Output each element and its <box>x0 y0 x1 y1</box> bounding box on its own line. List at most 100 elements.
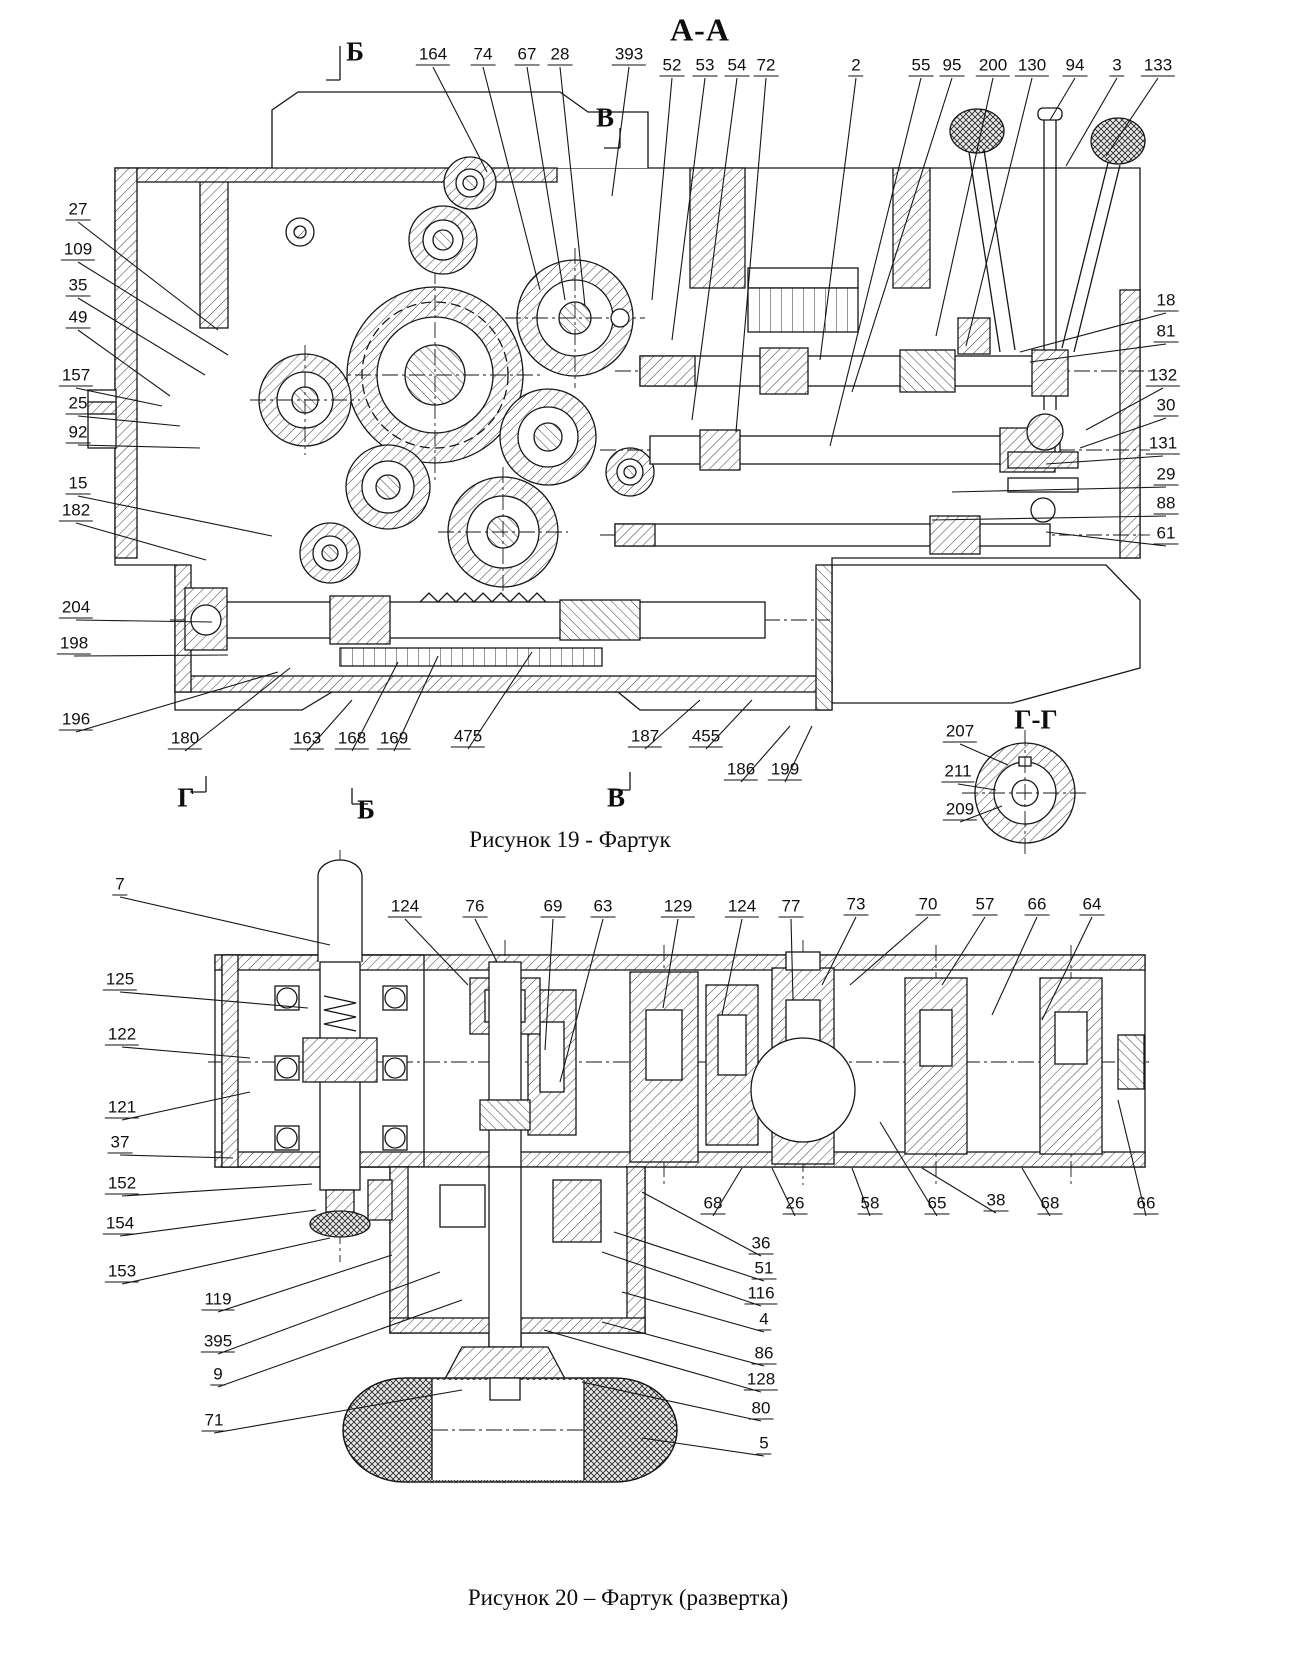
leader-line <box>1045 455 1164 465</box>
part-callout-121: 121 <box>104 1098 140 1119</box>
leader-line <box>621 1291 765 1333</box>
leader-line <box>75 619 213 623</box>
section-mark-Г-Г: Г-Г <box>1014 704 1058 735</box>
leader-line <box>77 415 181 427</box>
leader-line <box>671 77 706 341</box>
part-callout-38: 38 <box>983 1191 1009 1212</box>
leader-line <box>1021 1167 1051 1217</box>
leader-line <box>432 66 488 173</box>
fig19-body <box>87 91 1141 711</box>
part-callout-35: 35 <box>65 276 91 297</box>
leader-line <box>306 699 353 752</box>
leader-line <box>644 699 701 750</box>
leader-line <box>77 221 219 331</box>
leader-line <box>1117 1099 1147 1217</box>
leader-line <box>526 66 566 301</box>
leader-line <box>851 77 953 393</box>
leader-line <box>121 1237 331 1285</box>
leader-line <box>121 1091 251 1121</box>
bearing-icon <box>276 1057 298 1079</box>
part-callout-81: 81 <box>1153 322 1179 343</box>
leader-line <box>184 667 291 752</box>
part-callout-65: 65 <box>924 1194 950 1215</box>
leader-line <box>1041 916 1093 1021</box>
leader-line <box>601 1251 762 1307</box>
part-callout-395: 395 <box>200 1332 236 1353</box>
leader-line <box>1049 77 1076 121</box>
bearing-icon <box>384 987 406 1009</box>
leader-line <box>1065 77 1118 167</box>
section-mark-Б: Б <box>357 794 375 825</box>
part-callout-67: 67 <box>514 45 540 66</box>
leader-line <box>581 1381 762 1422</box>
part-callout-164: 164 <box>415 45 451 66</box>
leader-line <box>935 77 994 337</box>
part-callout-54: 54 <box>724 56 750 77</box>
fig20-left-shaft <box>274 850 408 1262</box>
leader-line <box>740 725 791 783</box>
part-callout-95: 95 <box>939 56 965 77</box>
leader-line <box>951 486 1167 493</box>
leader-line <box>77 329 171 397</box>
leader-line <box>77 444 201 449</box>
part-callout-393: 393 <box>611 45 647 66</box>
part-callout-30: 30 <box>1153 396 1179 417</box>
leader-line <box>393 655 439 752</box>
part-callout-58: 58 <box>857 1194 883 1215</box>
leader-line <box>712 1167 743 1217</box>
leader-line <box>119 991 309 1009</box>
part-callout-49: 49 <box>65 308 91 329</box>
part-callout-71: 71 <box>201 1411 227 1432</box>
leader-line <box>691 77 738 421</box>
section-mark-Б: Б <box>346 36 364 67</box>
part-callout-26: 26 <box>782 1194 808 1215</box>
part-callout-4: 4 <box>756 1310 772 1331</box>
spring-symbol <box>323 995 357 1032</box>
lever-knob-right <box>1090 117 1146 165</box>
part-callout-169: 169 <box>376 729 412 750</box>
part-callout-25: 25 <box>65 394 91 415</box>
leader-line <box>849 916 929 986</box>
part-callout-68: 68 <box>700 1194 726 1215</box>
leader-line <box>1085 387 1164 431</box>
part-callout-18: 18 <box>1153 291 1179 312</box>
leader-line <box>991 916 1038 1016</box>
part-callout-133: 133 <box>1140 56 1176 77</box>
part-callout-455: 455 <box>688 727 724 748</box>
leader-line <box>959 805 1003 823</box>
leader-line <box>1079 417 1167 449</box>
leader-line <box>121 1046 251 1059</box>
figure19-caption: Рисунок 19 - Фартук <box>469 827 671 852</box>
leader-line <box>213 1389 463 1434</box>
part-callout-182: 182 <box>58 501 94 522</box>
leader-line <box>544 918 554 1051</box>
leader-line <box>784 725 813 783</box>
section-mark-В: В <box>595 102 615 133</box>
leader-line <box>77 495 273 537</box>
part-callout-109: 109 <box>60 240 96 261</box>
part-callout-9: 9 <box>210 1365 226 1386</box>
leader-line <box>75 387 163 407</box>
part-callout-55: 55 <box>908 56 934 77</box>
part-callout-77: 77 <box>778 897 804 918</box>
part-callout-187: 187 <box>627 727 663 748</box>
part-callout-57: 57 <box>972 895 998 916</box>
part-callout-69: 69 <box>540 897 566 918</box>
part-callout-15: 15 <box>65 474 91 495</box>
leader-line <box>851 1167 871 1217</box>
leader-line <box>821 916 857 986</box>
part-callout-66: 66 <box>1133 1194 1159 1215</box>
part-callout-131: 131 <box>1145 434 1181 455</box>
fig19-levers <box>949 107 1146 523</box>
part-callout-52: 52 <box>659 56 685 77</box>
bearing-icon <box>384 1127 406 1149</box>
part-callout-130: 130 <box>1014 56 1050 77</box>
leader-line <box>959 743 1009 766</box>
part-callout-163: 163 <box>289 729 325 750</box>
part-callout-186: 186 <box>723 760 759 781</box>
leader-line <box>121 1183 313 1197</box>
part-callout-128: 128 <box>743 1370 779 1391</box>
part-callout-53: 53 <box>692 56 718 77</box>
part-callout-7: 7 <box>112 875 128 896</box>
leader-line <box>119 1209 317 1237</box>
